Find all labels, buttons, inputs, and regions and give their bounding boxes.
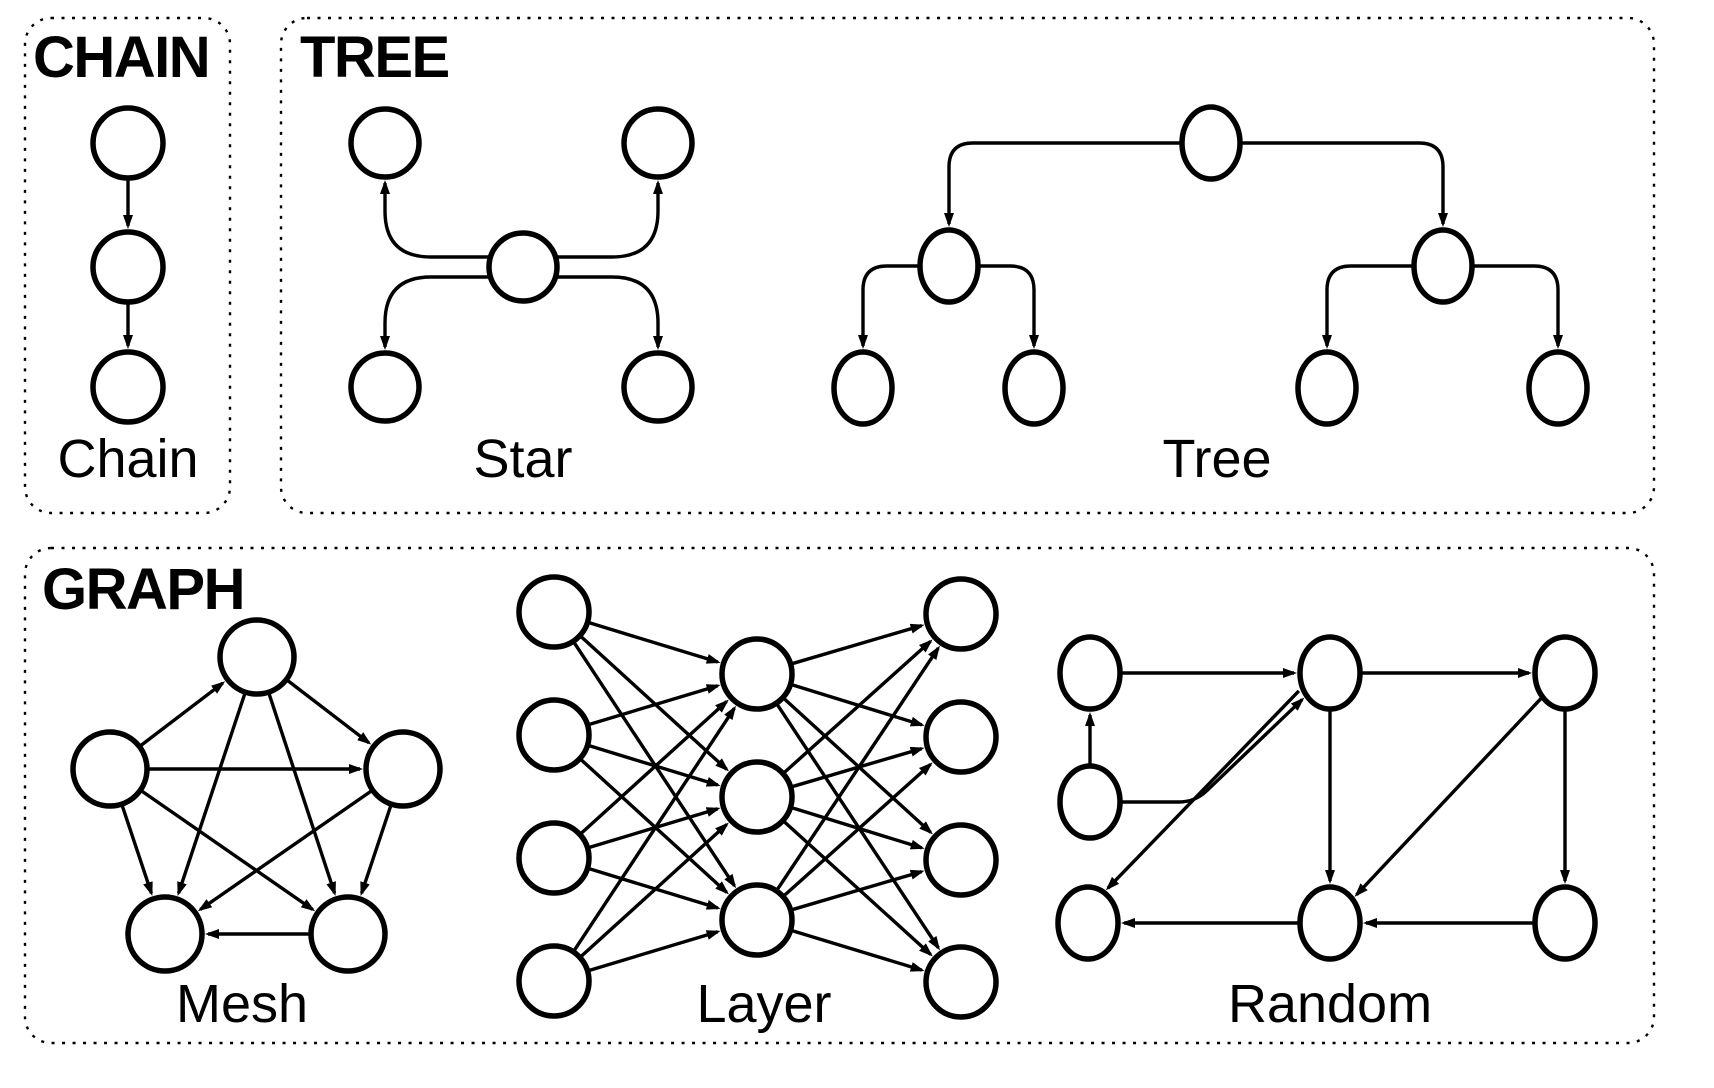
random-node-f xyxy=(1297,884,1363,962)
layer-edge-l3-m1 xyxy=(580,699,729,835)
tree-edge-root-r xyxy=(1242,141,1448,227)
mesh-edge-left-br xyxy=(141,789,316,912)
layer-edge-m1-r1 xyxy=(792,623,925,666)
diagram-star xyxy=(348,106,695,424)
layer-edge-l4-m3 xyxy=(588,930,721,972)
layer-edge-l2-m2 xyxy=(588,744,721,787)
layer-edge-m1-r2 xyxy=(791,683,925,727)
diagram-chain xyxy=(90,105,166,425)
chain-node-n1 xyxy=(90,105,166,181)
section-tree: TREE Star Tree xyxy=(279,16,1656,515)
mesh-edge-left-bl xyxy=(120,805,154,897)
layer-node-l2 xyxy=(516,697,592,773)
section-title-tree: TREE xyxy=(300,25,449,90)
star-node-tr xyxy=(621,106,695,180)
layer-node-r2 xyxy=(923,699,999,775)
star-edge-ctr-br xyxy=(556,275,663,350)
diagram-label-star: Star xyxy=(473,429,572,489)
layer-edge-l4-m1 xyxy=(572,705,737,952)
layer-edge-l2-m1 xyxy=(588,684,721,726)
layer-edge-l2-m3 xyxy=(580,758,729,895)
tree-node-ll xyxy=(831,349,895,427)
section-chain: CHAIN Chain xyxy=(23,16,232,515)
random-node-b xyxy=(1057,763,1123,841)
layer-edge-l1-m2 xyxy=(580,635,729,772)
diagram-label-mesh: Mesh xyxy=(176,974,308,1034)
layer-edge-m3-r2 xyxy=(783,762,933,897)
tree-edge-l-ll xyxy=(858,264,918,349)
mesh-edge-top-br xyxy=(267,693,337,896)
tree-node-l xyxy=(917,227,981,305)
tree-edge-r-rr xyxy=(1474,264,1563,349)
mesh-node-br xyxy=(308,894,388,974)
tree-node-root xyxy=(1179,104,1243,182)
layer-node-m2 xyxy=(719,759,795,835)
random-edge-d-f xyxy=(1354,697,1543,897)
layer-node-r3 xyxy=(923,822,999,898)
section-title-graph: GRAPH xyxy=(42,557,244,622)
tree-node-rl xyxy=(1295,349,1359,427)
mesh-node-left xyxy=(70,729,150,809)
layer-node-m1 xyxy=(719,636,795,712)
layer-edge-m2-r3 xyxy=(791,806,925,850)
layer-edge-l3-m3 xyxy=(588,867,721,910)
layer-edge-m1-r4 xyxy=(776,703,941,951)
layer-node-l4 xyxy=(516,943,592,1019)
star-node-ctr xyxy=(486,230,560,304)
layer-edge-l1-m1 xyxy=(588,621,721,664)
section-graph: GRAPH Mesh Layer Random xyxy=(23,546,1656,1045)
diagram-label-layer: Layer xyxy=(696,974,831,1034)
layer-edge-m2-r1 xyxy=(783,639,933,774)
layer-node-m3 xyxy=(719,882,795,958)
random-node-g xyxy=(1532,884,1598,962)
tree-edge-r-rl xyxy=(1322,264,1412,349)
layer-node-r1 xyxy=(923,576,999,652)
diagram-layer xyxy=(516,574,999,1020)
random-node-e xyxy=(1055,884,1121,962)
mesh-edge-top-bl xyxy=(176,693,247,897)
mesh-edge-right-bl xyxy=(197,789,372,912)
graph-section-border xyxy=(23,546,1656,1045)
tree-edge-root-l xyxy=(944,141,1180,227)
star-edge-ctr-bl xyxy=(380,275,490,350)
diagram-label-random: Random xyxy=(1228,974,1432,1034)
chain-node-n2 xyxy=(90,229,166,305)
diagram-random xyxy=(1055,634,1598,962)
mesh-edge-right-br xyxy=(359,805,393,897)
layer-node-l1 xyxy=(516,574,592,650)
section-title-chain: CHAIN xyxy=(33,25,209,90)
random-edge-c-e xyxy=(1105,689,1301,891)
diagram-tree xyxy=(831,104,1590,427)
layer-node-r4 xyxy=(923,944,999,1020)
tree-node-rr xyxy=(1526,349,1590,427)
mesh-node-right xyxy=(363,729,443,809)
star-node-tl xyxy=(348,106,422,180)
tree-node-r xyxy=(1411,227,1475,305)
tree-node-lr xyxy=(1002,349,1066,427)
chain-node-n3 xyxy=(90,349,166,425)
layer-edge-m3-r4 xyxy=(791,929,925,972)
star-node-br xyxy=(621,350,695,424)
star-edge-ctr-tl xyxy=(380,180,490,259)
diagram-label-tree: Tree xyxy=(1162,429,1271,489)
layer-node-l3 xyxy=(516,820,592,896)
tree-edge-l-lr xyxy=(980,264,1039,349)
layer-edge-m3-r1 xyxy=(776,645,940,891)
chain-section-border xyxy=(23,16,232,515)
layer-edge-m1-r3 xyxy=(783,697,933,835)
star-edge-ctr-tr xyxy=(556,180,663,259)
mesh-node-bl xyxy=(125,894,205,974)
diagram-label-chain: Chain xyxy=(57,429,198,489)
random-node-a xyxy=(1057,634,1123,712)
mesh-node-top xyxy=(217,617,297,697)
layer-edge-l4-m2 xyxy=(580,822,729,958)
star-node-bl xyxy=(348,350,422,424)
diagram-mesh xyxy=(70,617,443,974)
mesh-edge-left-top xyxy=(139,681,226,747)
mesh-edge-top-right xyxy=(286,679,372,745)
layer-edge-m3-r3 xyxy=(792,869,925,912)
random-node-d xyxy=(1532,634,1598,712)
random-node-c xyxy=(1297,634,1363,712)
